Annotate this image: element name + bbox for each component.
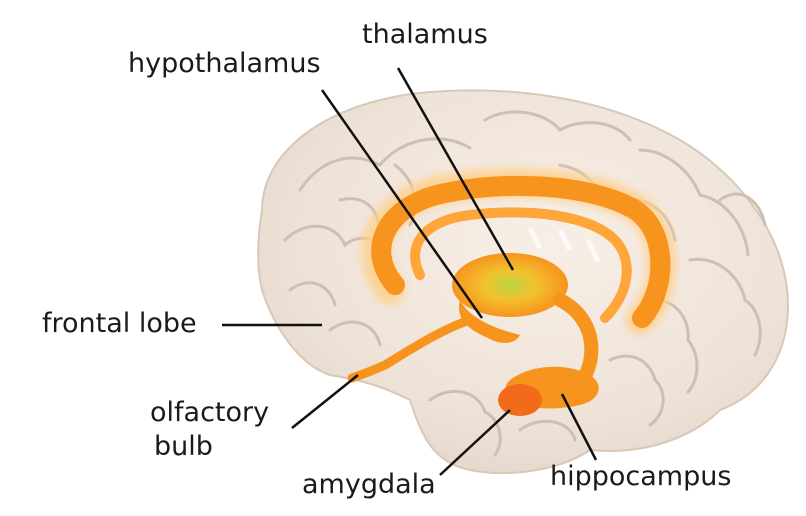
amygdala-structure (498, 384, 542, 416)
hypothalamus-structure (459, 300, 520, 343)
label-hypothalamus: hypothalamus (128, 48, 321, 79)
label-olfactory-bulb-line2: bulb (154, 430, 213, 462)
hypothalamus-leader (320, 89, 484, 319)
label-amygdala: amygdala (302, 469, 436, 500)
label-olfactory-bulb-line1: olfactory (150, 397, 270, 428)
leader-lines (222, 67, 598, 476)
label-thalamus: thalamus (362, 19, 488, 50)
amygdala-leader (439, 409, 511, 476)
hippocampus-leader (560, 393, 598, 461)
olfactory-tract (347, 315, 475, 383)
label-hippocampus: hippocampus (550, 461, 732, 492)
olfactory-bulb-leader (291, 374, 359, 429)
label-frontal-lobe: frontal lobe (42, 308, 197, 339)
thalamus-structure (452, 253, 568, 317)
brain-gyri (283, 110, 767, 457)
fornix-arc (371, 175, 671, 328)
label-olfactory-bulb: olfactory bulb (150, 396, 269, 464)
thalamus-leader (396, 67, 515, 271)
limbic-system (347, 167, 677, 416)
